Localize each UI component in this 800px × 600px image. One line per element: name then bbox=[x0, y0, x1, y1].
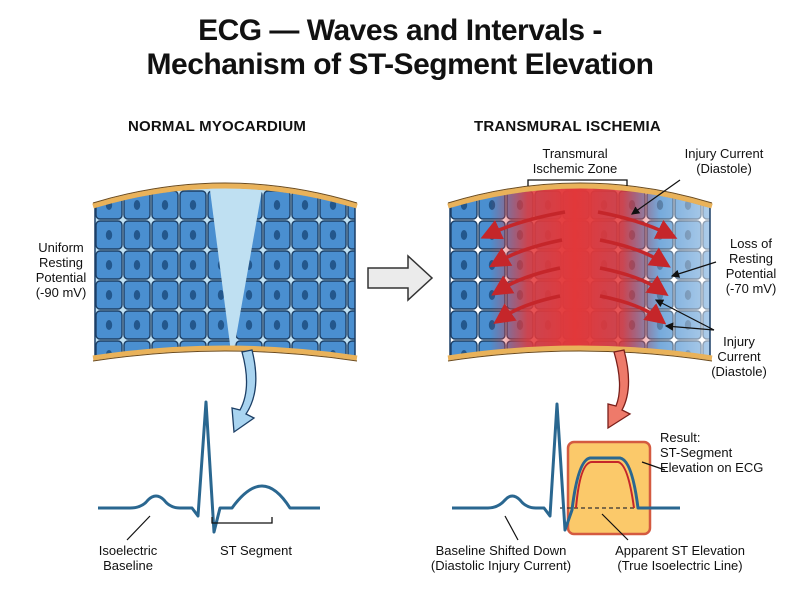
ischemic-membrane-bottom bbox=[447, 345, 713, 361]
st-elevation-highlight bbox=[575, 461, 635, 509]
normal-cells-right bbox=[232, 190, 355, 357]
transition-arrow bbox=[367, 254, 434, 302]
loss-pointer bbox=[670, 261, 717, 278]
ischemic-membrane-top bbox=[447, 183, 713, 209]
apparent-st-elevation-label: Apparent ST Elevation (True Isoelectric … bbox=[615, 543, 745, 573]
result-leader bbox=[641, 461, 666, 471]
baseline-leader bbox=[504, 515, 519, 541]
st-segment-bracket bbox=[211, 517, 273, 524]
apparent-leader bbox=[601, 513, 629, 541]
ischemic-zone-label: Transmural Ischemic Zone bbox=[532, 146, 618, 176]
page-title: ECG — Waves and Intervals - Mechanism of… bbox=[0, 14, 800, 82]
normal-myocardium-heading: NORMAL MYOCARDIUM bbox=[128, 118, 307, 135]
normal-tissue-block bbox=[92, 182, 358, 362]
injury-current-top-label: Injury Current (Diastole) bbox=[684, 146, 764, 176]
uniform-potential-label: Uniform Resting Potential (-90 mV) bbox=[35, 240, 87, 300]
loss-of-potential-label: Loss of Resting Potential (-70 mV) bbox=[725, 236, 777, 296]
injury-top-pointer bbox=[631, 179, 681, 215]
st-segment-label: ST Segment bbox=[219, 543, 293, 558]
normal-cells-left bbox=[95, 190, 232, 357]
normal-membrane-top bbox=[92, 183, 358, 209]
injury-current-bottom-label: Injury Current (Diastole) bbox=[711, 334, 767, 379]
ischemic-zone-bracket bbox=[527, 179, 628, 186]
injury-current-arrows bbox=[480, 210, 678, 325]
injury-bottom-pointer-1 bbox=[654, 299, 715, 331]
normal-ecg-trace bbox=[98, 400, 320, 534]
ischemic-zone bbox=[490, 187, 660, 357]
isoelectric-leader bbox=[126, 515, 151, 541]
normal-membrane-bottom bbox=[92, 345, 358, 361]
title-line-2: Mechanism of ST-Segment Elevation bbox=[146, 48, 654, 81]
result-box bbox=[566, 440, 652, 536]
ischemic-tissue-block bbox=[447, 182, 713, 362]
ischemic-ecg-trace bbox=[452, 402, 680, 532]
isoelectric-baseline-label: Isoelectric Baseline bbox=[98, 543, 158, 573]
injury-bottom-pointer-2 bbox=[664, 322, 715, 331]
title-line-1: ECG — Waves and Intervals - bbox=[198, 14, 602, 47]
transmural-ischemia-heading: TRANSMURAL ISCHEMIA bbox=[474, 118, 661, 135]
normal-to-ecg-arrow bbox=[231, 349, 257, 434]
ischemic-to-ecg-arrow bbox=[607, 349, 632, 430]
result-label: Result: ST-Segment Elevation on ECG bbox=[660, 430, 764, 475]
baseline-shifted-label: Baseline Shifted Down (Diastolic Injury … bbox=[430, 543, 572, 573]
